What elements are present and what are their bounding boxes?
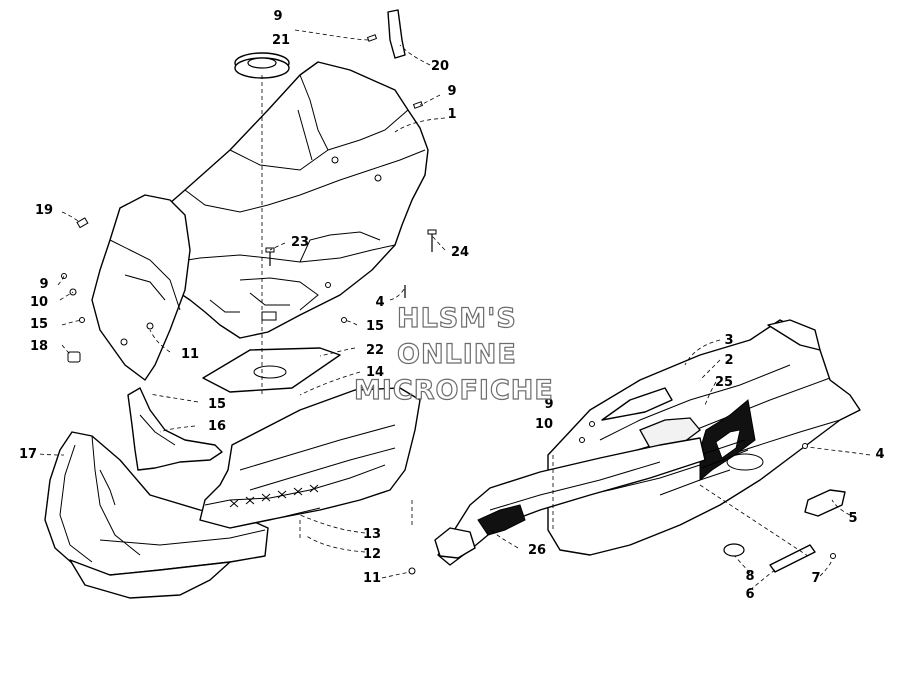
hardware-screw-9-top: [366, 34, 378, 42]
hardware-screw-15-right: [341, 317, 347, 323]
callout-13: 13: [363, 527, 381, 542]
bracket-part-16: [127, 387, 223, 471]
callout-9-top: 9: [273, 9, 282, 24]
callout-9-mid: 9: [544, 397, 553, 412]
callout-18: 18: [30, 339, 48, 354]
side-panel-part-11: [91, 194, 191, 381]
watermark-line-1: HLSM'S: [397, 303, 517, 334]
callout-10-mid: 10: [535, 417, 553, 432]
bracket-part-20: [387, 9, 406, 59]
callout-5: 5: [848, 511, 857, 526]
callout-26: 26: [528, 543, 546, 558]
hardware-screw-7: [830, 553, 836, 559]
reflector-part-8: [723, 543, 745, 557]
hardware-screw-9-right: [412, 101, 424, 109]
watermark: HLSM'S ONLINE MICROFICHE: [353, 302, 554, 406]
callout-14: 14: [366, 365, 384, 380]
callouts: 9 21 20 9 1 19 23 24 9 10 4 15 15 18 11 …: [19, 9, 885, 602]
callout-15-right: 15: [366, 319, 384, 334]
belly-pan-part-14: [199, 387, 421, 529]
callout-24: 24: [451, 245, 469, 260]
watermark-line-2: ONLINE: [397, 339, 517, 370]
callout-8: 8: [745, 569, 754, 584]
callout-22: 22: [366, 343, 384, 358]
hardware-washer-10-mid: [579, 437, 585, 443]
hardware-clip-18: [67, 351, 81, 363]
callout-17: 17: [19, 447, 37, 462]
hardware-screw-11-bottom: [408, 567, 416, 575]
hardware-plug-19: [76, 217, 89, 229]
decal-part-25: [699, 399, 756, 482]
callout-1: 1: [447, 107, 456, 122]
plate-part-22: [202, 347, 341, 393]
watermark-line-3: MICROFICHE: [354, 375, 554, 406]
hardware-screw-9-mid: [589, 421, 595, 427]
nose-part-17: [44, 431, 269, 599]
callout-9-left: 9: [39, 277, 48, 292]
callout-16: 16: [208, 419, 226, 434]
callout-4-left: 4: [375, 295, 384, 310]
callout-11-left: 11: [181, 347, 199, 362]
callout-11-bottom: 11: [363, 571, 381, 586]
callout-23: 23: [291, 235, 309, 250]
callout-21: 21: [272, 33, 290, 48]
callout-2: 2: [724, 353, 733, 368]
hardware-screw-15-left: [79, 317, 85, 323]
callout-6: 6: [745, 587, 754, 602]
callout-12: 12: [363, 547, 381, 562]
hardware-rivet-4-right: [802, 443, 808, 449]
ring-part-21: [234, 52, 290, 79]
callout-19: 19: [35, 203, 53, 218]
reflector-part-5: [804, 489, 846, 517]
hardware-rivet-24: [427, 229, 437, 252]
callout-4-right: 4: [875, 447, 884, 462]
callout-25: 25: [715, 375, 733, 390]
callout-7: 7: [811, 571, 820, 586]
callout-15-left: 15: [30, 317, 48, 332]
callout-20: 20: [431, 59, 449, 74]
callout-15-mid: 15: [208, 397, 226, 412]
leader-lines: [39, 29, 871, 591]
plate-part-6: [769, 544, 816, 573]
callout-3: 3: [724, 333, 733, 348]
callout-10-left: 10: [30, 295, 48, 310]
callout-9-right: 9: [447, 84, 456, 99]
rail-part-26: [434, 437, 706, 566]
